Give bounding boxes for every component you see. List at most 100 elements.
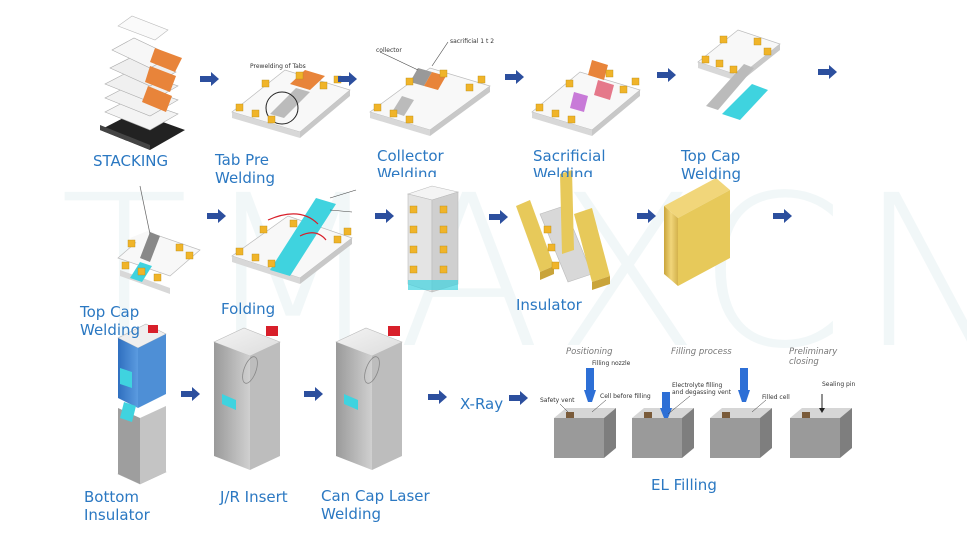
tab-square [439, 69, 448, 78]
tab-square [121, 261, 130, 270]
flow-arrow-icon [657, 68, 676, 82]
callout-filled-cell: Filled cell [762, 394, 790, 401]
label-el-filling: EL Filling [651, 476, 717, 494]
tab-square [259, 225, 268, 234]
label-collector-welding: Collector Welding [377, 147, 444, 177]
tab-square [289, 219, 298, 228]
tab-square [719, 35, 728, 44]
tab-square [295, 71, 304, 80]
tab-square [137, 267, 146, 276]
tab-square [763, 47, 772, 56]
callout-electrolyte-filling: Electrolyte filling and degassing vent [672, 382, 732, 396]
flow-arrow-icon [181, 387, 200, 401]
tab-square [439, 205, 448, 214]
flow-arrow-icon [428, 390, 447, 404]
stacking-figure [100, 15, 185, 150]
tab-square [439, 245, 448, 254]
tab-square [439, 225, 448, 234]
stage-preliminary-closing: Preliminary closing [789, 347, 838, 367]
callout-sealing-pin: Sealing pin [822, 381, 856, 388]
flow-arrow-icon [818, 65, 837, 79]
tab-square [405, 77, 414, 86]
label-stacking: STACKING [93, 152, 169, 170]
tab-square [389, 109, 398, 118]
tab-square [605, 69, 614, 78]
tab-square [333, 235, 342, 244]
label-folding: Folding [221, 300, 276, 318]
tab-square [235, 247, 244, 256]
insulator-figure [516, 170, 610, 290]
tab-square [543, 225, 552, 234]
tab-square [251, 109, 260, 118]
tab-square [409, 265, 418, 274]
el-filling-figure [554, 368, 852, 458]
flow-arrow-icon [505, 70, 524, 84]
label-insulator: Insulator [516, 296, 582, 314]
tab-square [535, 103, 544, 112]
tab-square [251, 253, 260, 262]
tab-square [409, 205, 418, 214]
filling-box-4 [790, 394, 852, 458]
tab-square [565, 79, 574, 88]
filling-box-2 [632, 392, 694, 458]
jr-insert-figure [213, 326, 281, 470]
flow-arrows [181, 65, 837, 405]
flow-arrow-icon [637, 209, 656, 223]
collector-welding-figure [369, 41, 491, 136]
flow-arrow-icon [207, 209, 226, 223]
tab-square [409, 245, 418, 254]
label-jr-insert: J/R Insert [220, 488, 288, 506]
tab-square [567, 115, 576, 124]
folded-stack-figure [406, 185, 460, 293]
label-tab-pre-welding: Tab Pre Welding [215, 151, 276, 187]
callout-filling-nozzle: Filling nozzle [592, 360, 631, 367]
flow-arrow-icon [375, 209, 394, 223]
label-can-cap-laser-welding: Can Cap Laser Welding [321, 487, 430, 523]
filling-box-1 [554, 368, 616, 458]
flow-arrow-icon [773, 209, 792, 223]
label-top-cap-welding-2: Top Cap Welding [80, 303, 141, 339]
tab-square [319, 81, 328, 90]
tab-square [465, 83, 474, 92]
tab-square [551, 261, 560, 270]
callout-prewelding: Prewelding of Tabs [250, 63, 306, 70]
tab-pre-welding-figure [231, 69, 351, 138]
tab-square [267, 115, 276, 124]
can-cap-laser-welding-figure [335, 326, 403, 470]
tab-square [405, 115, 414, 124]
stage-positioning: Positioning [566, 347, 613, 357]
sacrificial-welding-figure [531, 60, 641, 136]
tab-square [267, 259, 276, 268]
tab-square [619, 85, 628, 94]
tab-square [477, 75, 486, 84]
top-cap-welding-2-figure [117, 185, 201, 294]
stage-filling-process: Filling process [671, 347, 732, 357]
tab-square [631, 77, 640, 86]
flow-arrow-icon [200, 72, 219, 86]
folding-figure [231, 189, 357, 284]
top-cap-welding-1-figure [697, 29, 781, 120]
tab-square [185, 251, 194, 260]
tab-square [547, 243, 556, 252]
label-x-ray: X-Ray [460, 395, 504, 413]
tab-square [343, 227, 352, 236]
tab-square [235, 103, 244, 112]
flow-arrow-icon [509, 391, 528, 405]
label-sacrificial-welding: Sacrificial Welding [533, 147, 606, 177]
flow-arrow-icon [338, 72, 357, 86]
tab-square [153, 273, 162, 282]
tab-square [715, 59, 724, 68]
tab-square [261, 79, 270, 88]
tab-square [439, 265, 448, 274]
callout-cell-before-filling: Cell before filling [600, 393, 651, 400]
callout-collector: collector [376, 47, 402, 54]
callout-sacrificial: sacrificial 1 t 2 [450, 38, 495, 45]
tab-square [701, 55, 710, 64]
filling-box-3 [710, 368, 772, 458]
label-bottom-insulator: Bottom Insulator [84, 488, 150, 524]
assembled-stack-figure [664, 178, 730, 286]
tab-square [175, 243, 184, 252]
callout-safety-vent: Safety vent [540, 397, 575, 404]
